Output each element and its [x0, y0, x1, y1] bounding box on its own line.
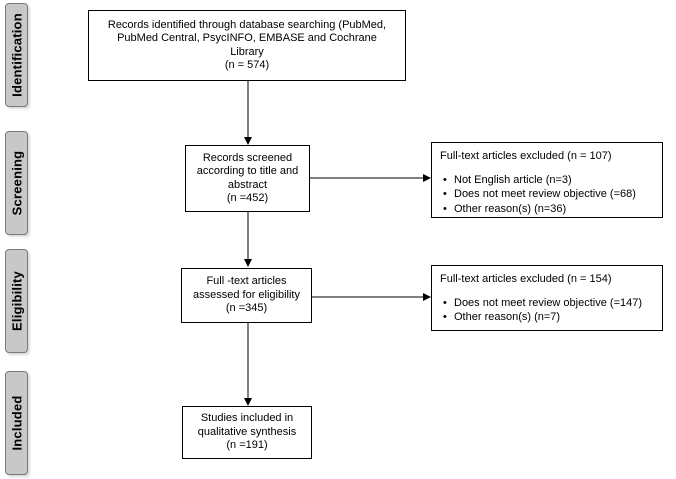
included-line-1: Studies included in [200, 412, 294, 425]
phase-eligibility: Eligibility [5, 249, 28, 353]
screened-records-box: Records screened according to title and … [185, 145, 310, 212]
excluded-eligibility-box: Full-text articles excluded (n = 154) Do… [431, 265, 663, 331]
eligibility-line-1: Full -text articles [206, 275, 287, 288]
eligibility-articles-box: Full -text articles assessed for eligibi… [181, 268, 312, 323]
excluded-screening-list: Not English article (n=3) Does not meet … [440, 174, 654, 217]
phase-included: Included [5, 371, 28, 475]
eligibility-line-2: assessed for eligibility [193, 288, 300, 301]
list-item: Does not meet review objective (=68) [440, 188, 654, 202]
list-item: Other reason(s) (n=7) [440, 311, 654, 325]
screened-line-2: according to title and [196, 165, 299, 177]
included-line-2: qualitative synthesis [197, 425, 297, 438]
identified-count: (n = 574) [224, 59, 270, 71]
list-item: Not English article (n=3) [440, 174, 654, 188]
identified-line-1: Records identified through database sear… [107, 18, 387, 31]
excluded-eligibility-list: Does not meet review objective (=147) Ot… [440, 297, 654, 325]
identified-line-3: Library [230, 45, 264, 58]
excluded-screening-title: Full-text articles excluded (n = 107) [440, 150, 612, 162]
included-studies-box: Studies included in qualitative synthesi… [182, 406, 312, 459]
list-item: Other reason(s) (n=36) [440, 203, 654, 217]
list-item: Does not meet review objective (=147) [440, 297, 654, 311]
identified-records-box: Records identified through database sear… [88, 10, 406, 81]
phase-identification: Identification [5, 3, 28, 107]
phase-screening: Screening [5, 131, 28, 235]
screened-count: (n =452) [226, 192, 269, 204]
excluded-eligibility-title: Full-text articles excluded (n = 154) [440, 273, 612, 285]
identified-line-2: PubMed Central, PsycINFO, EMBASE and Coc… [117, 32, 377, 44]
screened-line-3: abstract [227, 178, 268, 191]
eligibility-count: (n =345) [225, 302, 268, 315]
screened-line-1: Records screened [202, 151, 293, 164]
excluded-screening-box: Full-text articles excluded (n = 107) No… [431, 142, 663, 218]
included-count: (n =191) [226, 439, 268, 452]
